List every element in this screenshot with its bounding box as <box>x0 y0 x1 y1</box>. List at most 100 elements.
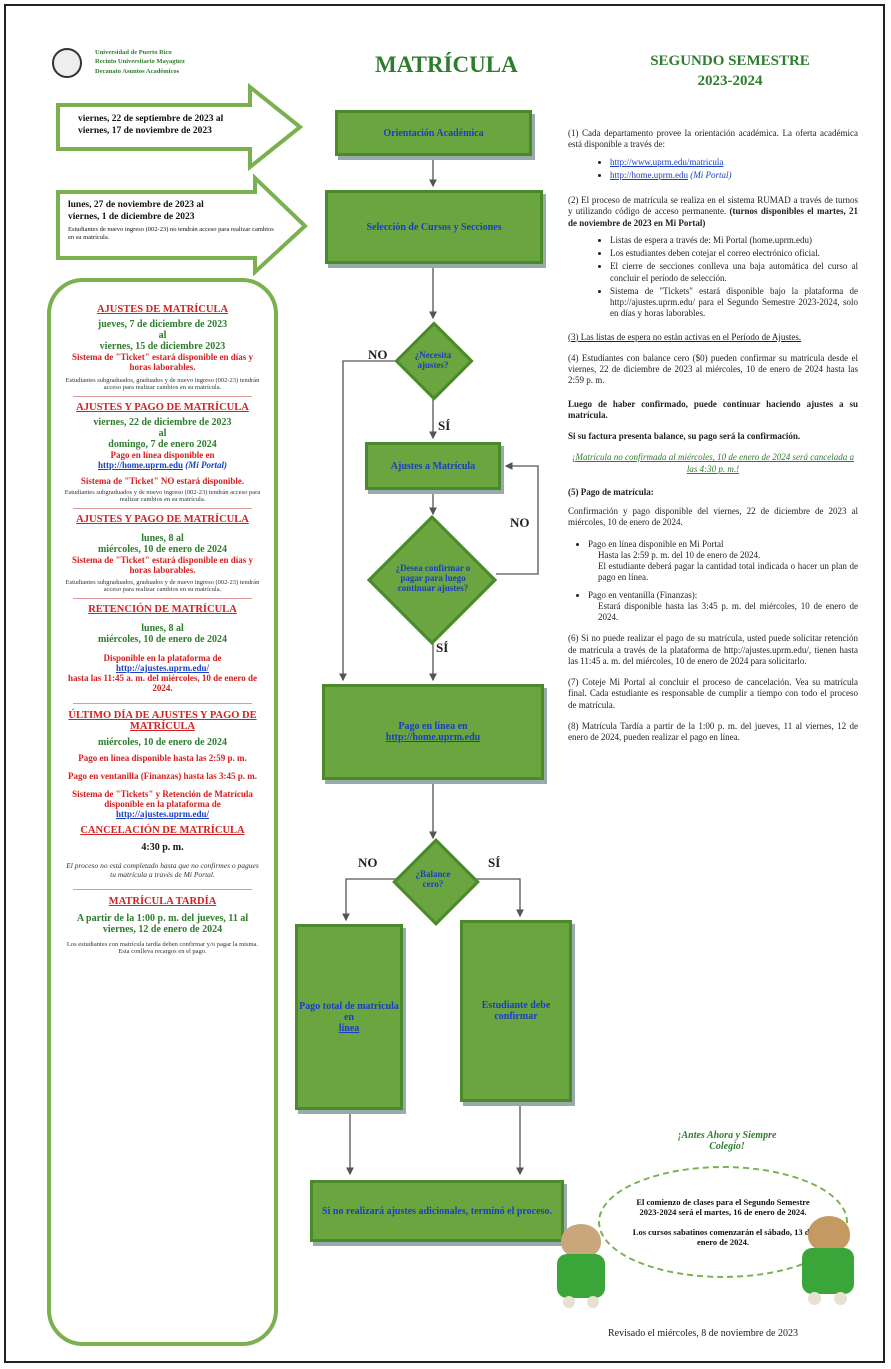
balance-cero-label: ¿Balance cero? <box>415 869 451 889</box>
s3-date2: miércoles, 10 de enero de 2024 <box>97 544 228 555</box>
seleccion-box: Selección de Cursos y Secciones <box>325 190 543 264</box>
bubble-text-2: Los cursos sabatinos comenzarán el sábad… <box>632 1227 814 1247</box>
s5-title: ÚLTIMO DÍA DE AJUSTES Y PAGO DE MATRÍCUL… <box>68 710 257 732</box>
bulldog-right-icon <box>800 1216 856 1308</box>
deadlines-sidebar: AJUSTES DE MATRÍCULA jueves, 7 de diciem… <box>47 278 278 1346</box>
note-3: (3) Las listas de espera no están activa… <box>568 331 802 342</box>
link-home[interactable]: http://home.uprm.edu <box>610 169 688 180</box>
mi-portal-text: (Mi Portal) <box>690 169 732 180</box>
s5-link[interactable]: http://ajustes.uprm.edu/ <box>115 809 209 819</box>
note-4c: Si su factura presenta balance, su pago … <box>568 431 801 441</box>
s2-link-row: http://home.uprm.edu (Mi Portal) <box>63 460 262 470</box>
s2-portal: (Mi Portal) <box>185 460 227 470</box>
s4-date2: miércoles, 10 de enero de 2024 <box>97 634 228 645</box>
page-title: MATRÍCULA <box>375 52 518 77</box>
note-2-list: Listas de espera a través de: Mi Portal … <box>568 235 858 320</box>
s3-title: AJUSTES Y PAGO DE MATRÍCULA <box>76 514 249 525</box>
label-no-2: NO <box>510 515 530 530</box>
s5-link-row: http://ajustes.uprm.edu/ <box>63 809 262 819</box>
divider <box>73 396 252 397</box>
label-si-1: SÍ <box>438 418 451 433</box>
s2-note: Estudiantes subgraduados y de nuevo ingr… <box>64 489 261 503</box>
s6-time: 4:30 p. m. <box>141 842 184 853</box>
note-7: (7) Coteje Mi Portal al concluir el proc… <box>568 677 858 710</box>
s7-date: A partir de la 1:00 p. m. del jueves, 11… <box>76 913 249 935</box>
note-4d: ¡Matrícula no confirmada al miércoles, 1… <box>571 452 855 474</box>
s1-al: al <box>158 330 167 341</box>
sub-list: Hasta las 2:59 p. m. del 10 de enero de … <box>588 550 858 584</box>
note-1-links: http://www.uprm.edu/matricula http://hom… <box>568 157 858 182</box>
s1-note: Estudiantes subgraduados, graduados y de… <box>65 377 260 391</box>
list-item: Pago en ventanilla (Finanzas): Estará di… <box>588 590 858 624</box>
list-item: Pago en línea disponible en Mi Portal Ha… <box>588 539 858 584</box>
link-matricula[interactable]: http://www.uprm.edu/matricula <box>610 156 724 167</box>
s3-note: Estudiantes subgraduados, graduados y de… <box>65 579 260 593</box>
s5-ventanilla: Pago en ventanilla (Finanzas) hasta las … <box>67 771 257 781</box>
necesita-ajustes-label: ¿Necesita ajustes? <box>414 350 452 370</box>
s4-date1: lunes, 8 al <box>141 623 184 634</box>
s3-date1: lunes, 8 al <box>141 533 184 544</box>
s2-date1: viernes, 22 de diciembre de 2023 <box>93 417 232 428</box>
semester-title: SEGUNDO SEMESTRE 2023-2024 <box>650 53 810 89</box>
pago-total-box: Pago total de matrícula en línea <box>295 924 403 1110</box>
sub-item: El estudiante deberá pagar la cantidad t… <box>598 561 858 583</box>
divider <box>73 889 252 890</box>
s5-tickets: Sistema de "Tickets" y Retención de Matr… <box>72 789 253 809</box>
note-2: (2) El proceso de matrícula se realiza e… <box>568 195 858 228</box>
s3-ticket: Sistema de "Ticket" estará disponible en… <box>71 555 254 575</box>
notes-column: (1) Cada departamento provee la orientac… <box>568 128 858 749</box>
note-4b: Luego de haber confirmado, puede continu… <box>568 398 858 420</box>
note-5: (5) Pago de matrícula: <box>568 486 654 497</box>
s6-note: El proceso no está completado hasta que … <box>66 861 259 879</box>
divider <box>73 508 252 509</box>
desea-confirmar-label: ¿Desea confirmar o pagar para luego cont… <box>395 563 471 593</box>
s2-title: AJUSTES Y PAGO DE MATRÍCULA <box>76 402 249 413</box>
note-4: (4) Estudiantes con balance cero ($0) pu… <box>568 352 858 386</box>
pago-total-link[interactable]: línea <box>338 1022 360 1034</box>
s5-pago-linea: Pago en línea disponible hasta las 2:59 … <box>78 753 247 763</box>
s7-title: MATRÍCULA TARDÍA <box>108 896 217 907</box>
pago-linea-box: Pago en línea en http://home.uprm.edu <box>322 684 544 780</box>
s4-hasta: hasta las 11:45 a. m. del miércoles, 10 … <box>68 673 257 693</box>
arrow-2-dates: lunes, 27 de noviembre de 2023 al vierne… <box>68 200 274 241</box>
sub-list: Estará disponible hasta las 3:45 p. m. d… <box>588 601 858 624</box>
s1-date1: jueves, 7 de diciembre de 2023 <box>97 319 228 330</box>
university-name: Universidad de Puerto Rico Recinto Unive… <box>95 49 185 75</box>
divider <box>73 703 252 704</box>
list-item: El cierre de secciones conlleva una baja… <box>610 261 858 284</box>
s6-title: CANCELACIÓN DE MATRÍCULA <box>80 825 245 836</box>
divider <box>73 598 252 599</box>
list-item: Los estudiantes deben cotejar el correo … <box>610 248 858 259</box>
note-1: (1) Cada departamento provee la orientac… <box>568 128 858 150</box>
note-8: (8) Matrícula Tardía a partir de la 1:00… <box>568 720 858 742</box>
s2-ticket: Sistema de "Ticket" NO estará disponible… <box>80 476 245 486</box>
s4-link[interactable]: http://ajustes.uprm.edu/ <box>115 663 209 673</box>
bulldog-left-icon <box>555 1224 607 1310</box>
info-bubble: El comienzo de clases para el Segundo Se… <box>598 1166 848 1278</box>
list-item: http://home.uprm.edu (Mi Portal) <box>610 170 858 181</box>
s2-pago: Pago en línea disponible en <box>110 450 215 460</box>
note-6: (6) Si no puede realizar el pago de su m… <box>568 633 858 666</box>
s1-date2: viernes, 15 de diciembre 2023 <box>99 341 226 352</box>
s2-al: al <box>158 428 167 439</box>
slogan: ¡Antes Ahora y Siempre Colegio! <box>677 1130 777 1152</box>
s1-title: AJUSTES DE MATRÍCULA <box>96 304 229 315</box>
list-item: http://www.uprm.edu/matricula <box>610 157 858 168</box>
note-5b: Confirmación y pago disponible del viern… <box>568 506 858 528</box>
sub-item: Estará disponible hasta las 3:45 p. m. d… <box>598 600 858 622</box>
s1-ticket: Sistema de "Ticket" estará disponible en… <box>71 352 254 372</box>
label-no-1: NO <box>368 347 388 362</box>
pago-linea-link[interactable]: http://home.uprm.edu <box>385 732 481 743</box>
date-arrow-2 <box>56 173 308 277</box>
university-seal <box>52 48 82 78</box>
s2-link[interactable]: http://home.uprm.edu <box>97 460 183 470</box>
s5-date1: miércoles, 10 de enero de 2024 <box>97 737 228 748</box>
ajustes-box: Ajustes a Matrícula <box>365 442 501 490</box>
final-box: Si no realizará ajustes adicionales, ter… <box>310 1180 564 1242</box>
s4-title: RETENCIÓN DE MATRÍCULA <box>88 604 237 615</box>
revised-date: Revisado el miércoles, 8 de noviembre de… <box>608 1328 798 1339</box>
s4-disponible: Disponible en la plataforma de <box>103 653 222 663</box>
label-no-3: NO <box>358 855 378 870</box>
label-si-3: SÍ <box>488 855 501 870</box>
